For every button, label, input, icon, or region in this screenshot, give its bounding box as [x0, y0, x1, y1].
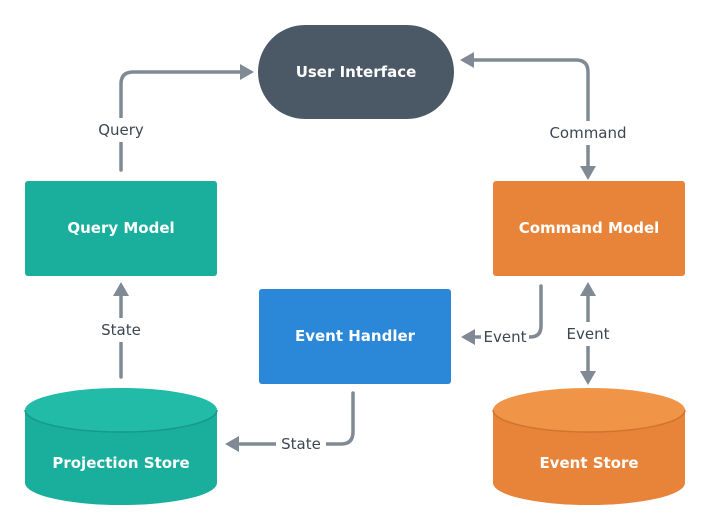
edge-state-to-projection: State — [225, 391, 355, 456]
node-label-projection-store: Projection Store — [52, 454, 189, 472]
node-label-query-model: Query Model — [67, 219, 174, 237]
node-label-event-handler: Event Handler — [295, 327, 416, 345]
node-event-handler: Event Handler — [259, 289, 451, 384]
edge-label-event-to-handler: Event — [484, 328, 527, 346]
edge-label-state-up: State — [101, 321, 141, 339]
node-user-interface: User Interface — [258, 25, 454, 119]
node-label-command-model: Command Model — [519, 219, 660, 237]
node-projection-store: Projection Store — [24, 388, 218, 505]
edge-label-state-to-projection: State — [281, 435, 321, 453]
edge-label-event-store-link: Event — [567, 325, 610, 343]
node-label-event-store: Event Store — [539, 454, 638, 472]
edge-query: Query — [92, 64, 254, 172]
node-query-model: Query Model — [25, 181, 217, 276]
edge-label-command: Command — [549, 124, 626, 142]
node-event-store: Event Store — [492, 388, 686, 505]
edge-label-query: Query — [98, 121, 144, 139]
node-label-user-interface: User Interface — [296, 63, 417, 81]
edge-event-store-link: Event — [563, 282, 613, 385]
edge-command: Command — [460, 52, 633, 180]
edge-state-up: State — [96, 282, 146, 379]
edge-event-to-handler: Event — [461, 284, 543, 349]
node-command-model: Command Model — [493, 181, 685, 276]
